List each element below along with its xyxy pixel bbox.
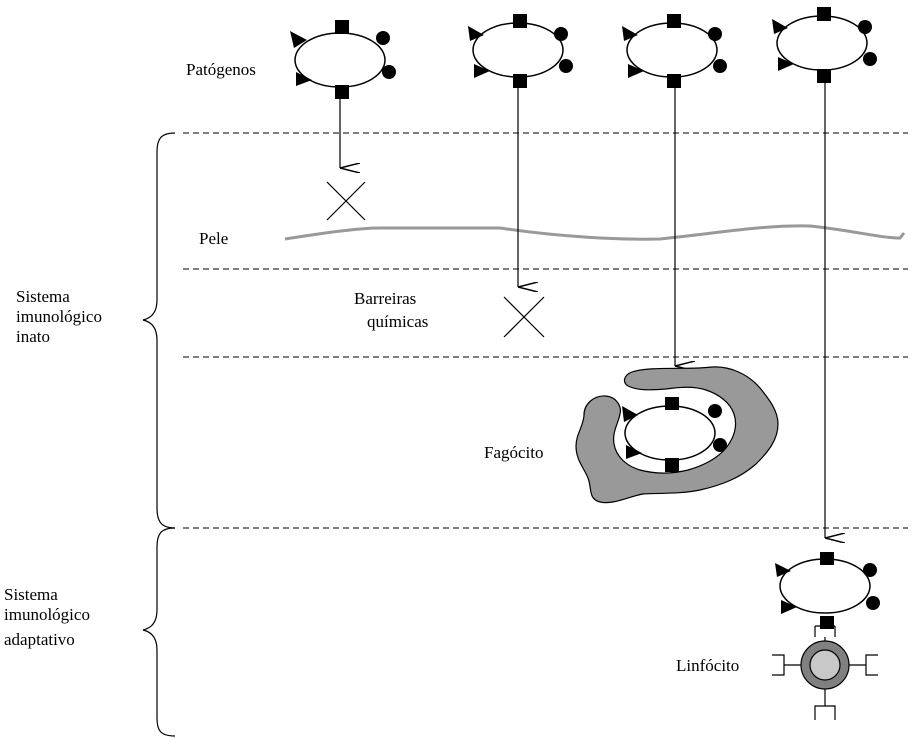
brace-adaptive <box>142 527 176 737</box>
label-lymphocyte: Linfócito <box>676 656 739 675</box>
pathogen-1 <box>290 20 396 99</box>
skin-line <box>284 224 906 241</box>
lymphocyte-core <box>809 649 841 681</box>
label-innate-line2: imunológico <box>16 307 102 326</box>
lymphocyte <box>772 625 878 720</box>
brace-innate <box>142 132 176 529</box>
phagocyte-body <box>575 366 779 504</box>
label-innate-line3: inato <box>16 327 50 346</box>
blocked-cross-chemical <box>503 296 545 338</box>
label-adaptive-line3: adaptativo <box>4 630 75 649</box>
adaptive-pathogen <box>775 552 880 629</box>
label-chemical-barriers-line2: químicas <box>367 312 428 331</box>
label-adaptive-line2: imunológico <box>4 605 90 624</box>
engulfed-pathogen <box>622 397 727 472</box>
label-innate-line1: Sistema <box>16 287 70 306</box>
label-pathogens: Patógenos <box>186 60 256 79</box>
blocked-cross-skin <box>326 181 366 221</box>
pathogen-4 <box>772 7 877 83</box>
label-adaptive-line1: Sistema <box>4 585 58 604</box>
label-phagocyte: Fagócito <box>484 443 544 462</box>
label-skin: Pele <box>199 229 228 248</box>
label-chemical-barriers-line1: Barreiras <box>354 289 416 308</box>
pathogen-2 <box>468 14 573 88</box>
pathogen-3 <box>622 14 727 88</box>
